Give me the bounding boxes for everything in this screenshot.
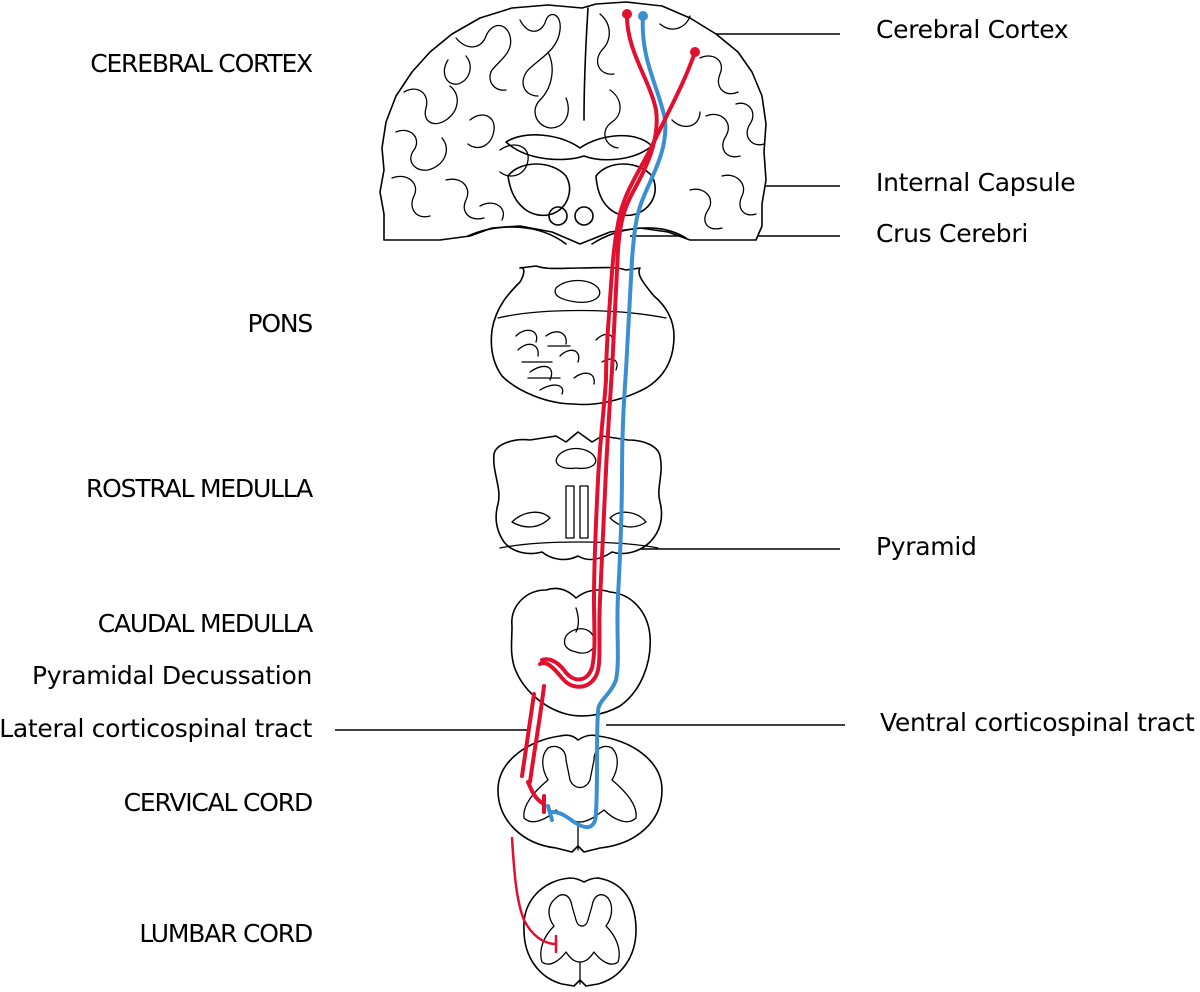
ventral-corticospinal-tract [550, 14, 668, 830]
thalamus-left [507, 163, 571, 217]
rostral-medulla-outline [492, 431, 663, 561]
lateral-corticospinal-tract-b [528, 50, 697, 784]
left-deep-gyri [467, 114, 529, 221]
label-pons: PONS [247, 309, 312, 338]
lateral-tract-origin-b [690, 47, 700, 57]
pons-tegmentum [497, 279, 667, 319]
mammillary-left [548, 206, 568, 226]
lumbar-gray-matter [540, 894, 620, 965]
label-cerebral-cortex-level: CEREBRAL CORTEX [90, 49, 313, 78]
callout-crus-cerebri: Crus Cerebri [876, 219, 1028, 248]
label-rostral-medulla: ROSTRAL MEDULLA [86, 474, 313, 503]
left-gyri [391, 13, 569, 220]
label-pyramidal-decussation: Pyramidal Decussation [32, 661, 312, 690]
rostral-medulla-inner [499, 447, 659, 549]
cervical-cord-outline [497, 734, 663, 853]
longitudinal-fissure [583, 7, 589, 121]
brain-coronal-section [379, 1, 767, 245]
lateral-tract-lumbar [510, 836, 558, 946]
level-labels: CEREBRAL CORTEX PONS ROSTRAL MEDULLA CAU… [0, 49, 314, 948]
callout-pyramid: Pyramid [876, 532, 977, 561]
caudal-medulla-inner [563, 607, 596, 654]
cervical-cord-section [497, 734, 663, 853]
thalamus-right [595, 163, 656, 217]
callout-cerebral-cortex: Cerebral Cortex [876, 15, 1068, 44]
pons-section [490, 265, 675, 406]
callout-internal-capsule: Internal Capsule [876, 168, 1075, 197]
brain-outline [379, 1, 767, 245]
ventral-tract-origin [638, 11, 648, 21]
brain-base-curve [467, 226, 687, 245]
mammillary-right [574, 206, 594, 226]
ventral-tract-terminal [546, 804, 554, 822]
label-cervical-cord: CERVICAL CORD [124, 788, 312, 817]
lumbar-cord-outline [523, 877, 637, 987]
label-caudal-medulla: CAUDAL MEDULLA [98, 609, 313, 638]
pons-outline [490, 265, 675, 406]
lumbar-cord-section [523, 877, 637, 987]
lateral-tract-origin-a [622, 9, 632, 19]
label-lumbar-cord: LUMBAR CORD [139, 919, 312, 948]
callout-ventral-corticospinal-tract: Ventral corticospinal tract [880, 708, 1195, 737]
callout-labels: Cerebral Cortex Internal Capsule Crus Ce… [876, 15, 1195, 737]
right-gyri [597, 13, 765, 230]
label-lateral-corticospinal-tract: Lateral corticospinal tract [0, 714, 312, 743]
tracts [510, 9, 700, 954]
rostral-medulla-section [492, 431, 663, 561]
cervical-gray-matter [523, 745, 637, 823]
